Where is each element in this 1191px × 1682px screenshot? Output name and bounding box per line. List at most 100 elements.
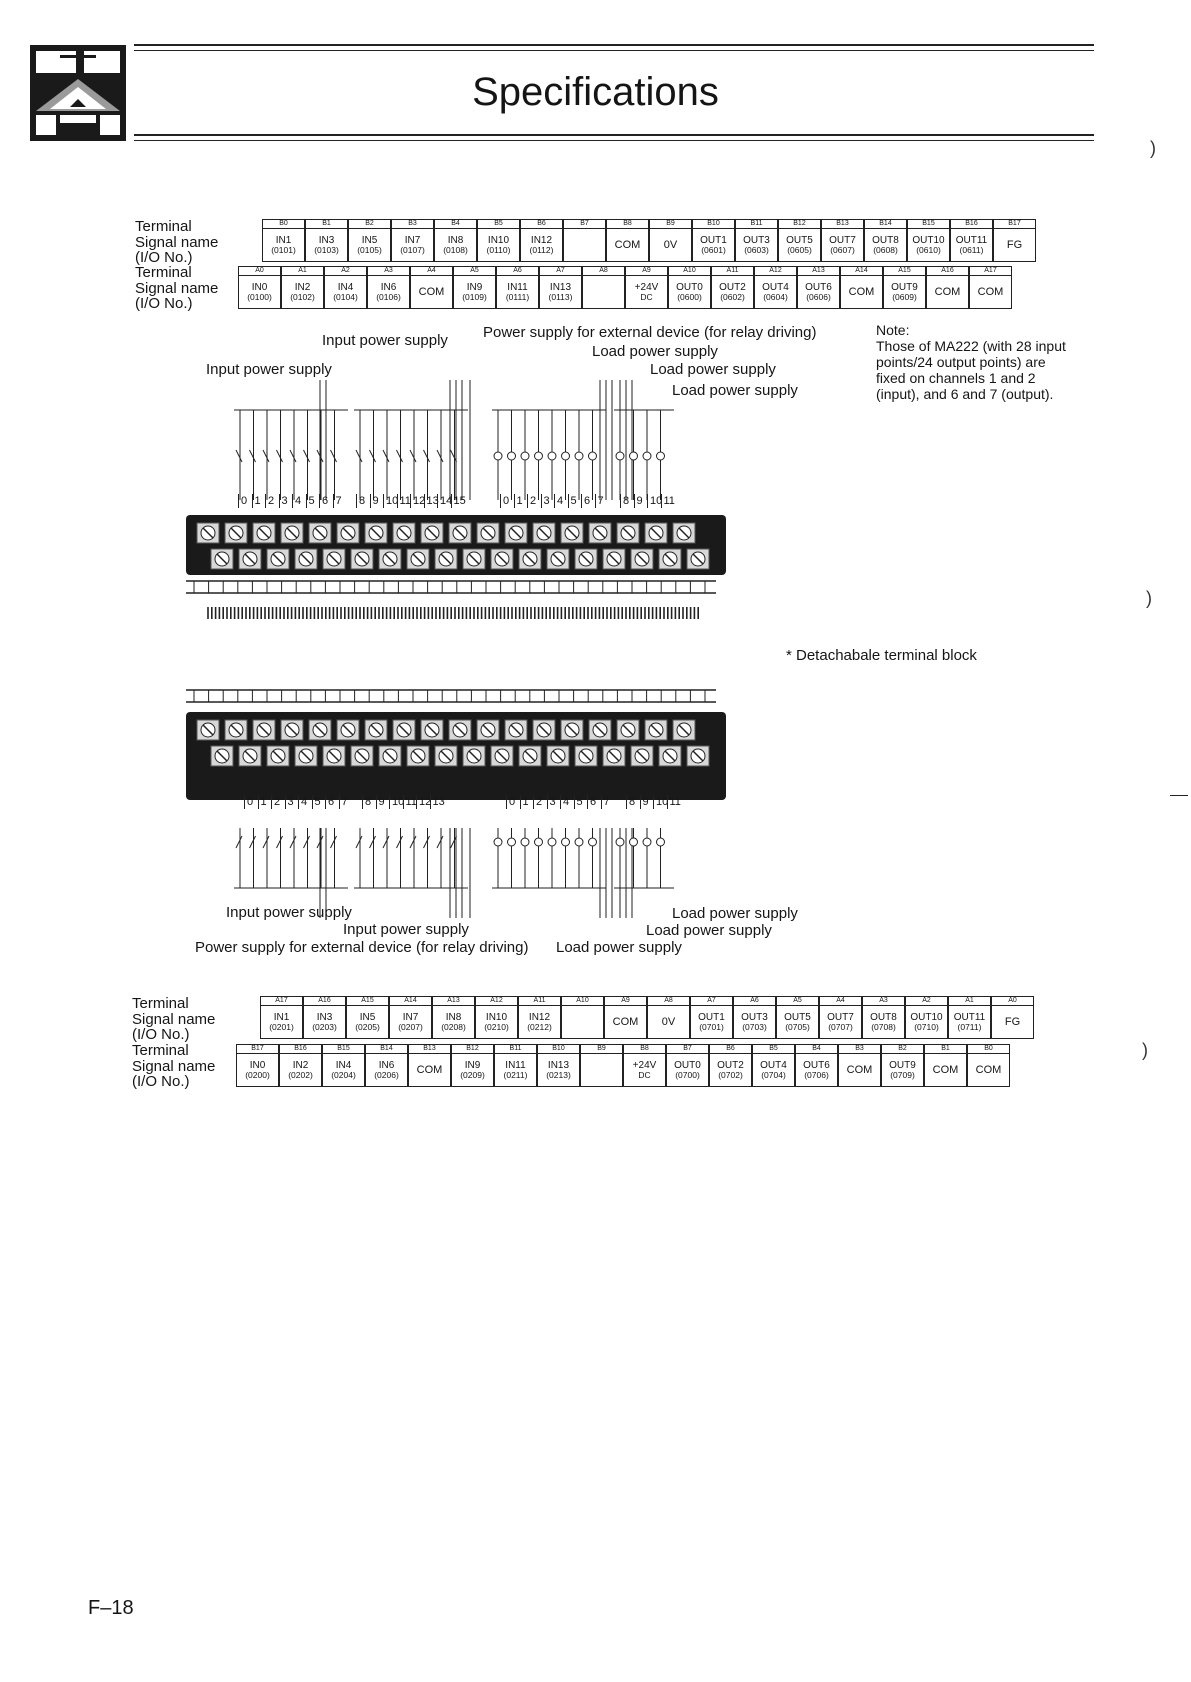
signal-name: COM	[614, 238, 641, 251]
io-number: (0605)	[787, 245, 812, 255]
terminal-id: B8	[607, 220, 648, 229]
terminal-id: B6	[710, 1045, 751, 1054]
signal-name: IN8	[447, 235, 464, 246]
page-number: F–18	[88, 1597, 134, 1619]
label-load-power-supply-2: Load power supply	[650, 361, 776, 378]
io-number: (0610)	[916, 245, 941, 255]
signal-name: IN2	[292, 1060, 309, 1071]
io-number: (0207)	[398, 1022, 423, 1032]
terminal-id: B7	[667, 1045, 708, 1054]
signal-name: IN9	[464, 1060, 481, 1071]
wire-number: 8	[620, 494, 629, 508]
io-number: (0212)	[527, 1022, 552, 1032]
terminal-id: A8	[648, 997, 689, 1006]
terminal-id: B14	[865, 220, 906, 229]
signal-name: OUT4	[762, 282, 789, 293]
terminal-cell: B9	[580, 1044, 623, 1087]
wire-number: 12	[410, 494, 425, 508]
signal-name: OUT0	[676, 282, 703, 293]
signal-name: 0V	[661, 1015, 676, 1028]
terminal-id: B15	[323, 1045, 364, 1054]
wire-number: 9	[639, 795, 649, 809]
signal-name: IN1	[275, 235, 292, 246]
signal-name: OUT8	[870, 1012, 897, 1023]
wire-number: 9	[369, 494, 379, 508]
io-number: (0111)	[505, 292, 530, 302]
row-labels-bottom-1: Terminal Signal name (I/O No.)	[132, 995, 216, 1043]
io-number: (0709)	[890, 1070, 915, 1080]
wire-number: 11	[666, 795, 681, 809]
signal-name: FG	[1004, 1015, 1021, 1028]
detachable-caption: * Detachabale terminal block	[786, 647, 977, 664]
terminal-id: A5	[777, 997, 818, 1006]
io-number: DC	[640, 292, 653, 302]
io-number: (0606)	[806, 292, 831, 302]
terminal-id: A1	[282, 267, 323, 276]
io-number: (0702)	[718, 1070, 743, 1080]
wire-number: 0	[500, 494, 509, 508]
signal-name: OUT10	[910, 1012, 943, 1023]
signal-name: OUT2	[719, 282, 746, 293]
wire-number: 9	[633, 494, 643, 508]
label-load-power-supply-6: Load power supply	[556, 939, 682, 956]
terminal-id: B16	[951, 220, 992, 229]
wire-number: 0	[506, 795, 515, 809]
signal-name: OUT6	[803, 1060, 830, 1071]
io-number: (0209)	[460, 1070, 485, 1080]
io-number: (0202)	[288, 1070, 313, 1080]
terminal-id: B3	[392, 220, 433, 229]
signal-name: OUT7	[829, 235, 856, 246]
wire-number: 5	[567, 494, 577, 508]
wire-number: 10	[647, 494, 662, 508]
io-number: (0103)	[314, 245, 339, 255]
signal-name: OUT4	[760, 1060, 787, 1071]
terminal-id: A10	[562, 997, 603, 1006]
terminal-id: A12	[755, 267, 796, 276]
note-heading: Note:	[876, 322, 910, 338]
terminal-id: A12	[476, 997, 517, 1006]
terminal-id: A10	[669, 267, 710, 276]
terminal-id: B6	[521, 220, 562, 229]
wire-number: 4	[554, 494, 563, 508]
io-number: (0710)	[914, 1022, 939, 1032]
terminal-id: B1	[306, 220, 347, 229]
terminal-id: A3	[863, 997, 904, 1006]
wire-number: 13	[423, 494, 439, 508]
io-number: (0210)	[484, 1022, 509, 1032]
terminal-id: B3	[839, 1045, 880, 1054]
terminal-id: B15	[908, 220, 949, 229]
terminal-id: A15	[884, 267, 925, 276]
signal-name: 0V	[663, 238, 678, 251]
wire-number: 3	[546, 795, 556, 809]
io-number: (0208)	[441, 1022, 466, 1032]
terminal-id: B16	[280, 1045, 321, 1054]
page-title: Specifications	[472, 70, 719, 114]
signal-name: COM	[934, 285, 961, 298]
wire-number: 10	[653, 795, 668, 809]
io-number: (0604)	[763, 292, 788, 302]
signal-name: OUT11	[955, 235, 988, 246]
header-rule-top-thin	[134, 50, 1094, 51]
signal-name: IN12	[530, 235, 553, 246]
wire-number: 7	[600, 795, 610, 809]
